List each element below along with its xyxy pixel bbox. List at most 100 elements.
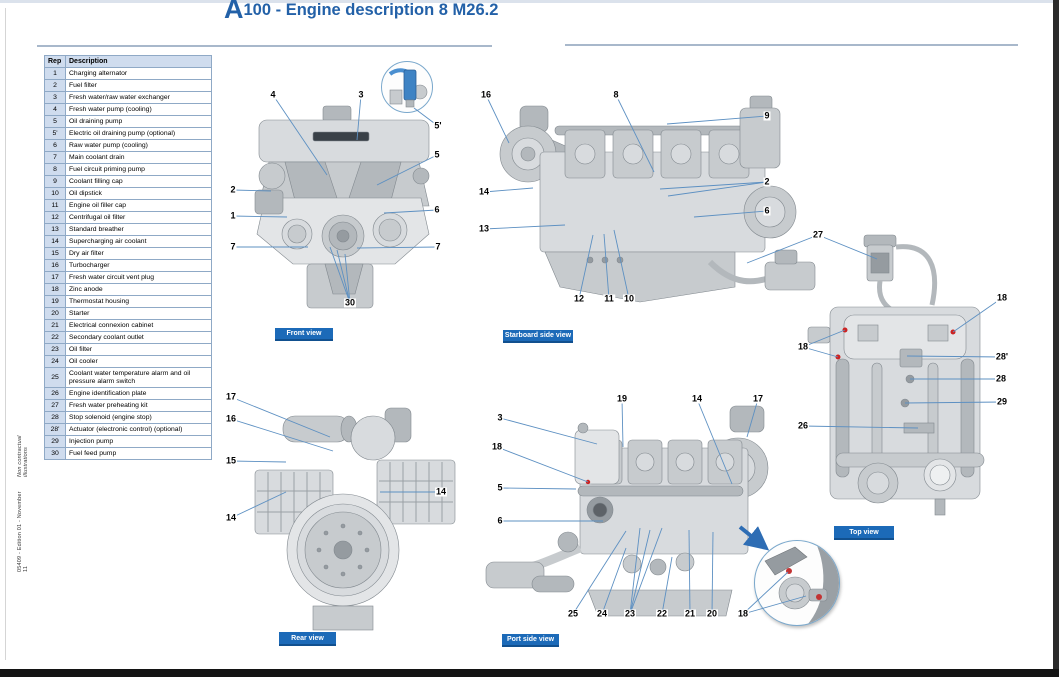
part-description: Fresh water pump (cooling) [65,103,212,117]
leader-line [230,460,287,463]
inset-pointer-arrow [738,525,770,551]
leader-line [356,94,362,141]
part-description: Thermostat housing [65,295,212,309]
rear-view-illustration [254,407,456,631]
callout-rear-15: 15 [224,455,238,466]
callout-top-28-prime: 28' [994,351,1010,362]
callout-front-3: 3 [357,89,365,100]
callout-front-7: 7 [434,241,442,252]
leader-line [746,398,759,438]
electric-pump-inset-art [388,68,428,108]
part-rep: 11 [44,199,66,213]
callout-port-18: 18 [490,441,504,452]
part-rep: 22 [44,331,66,345]
part-rep: 24 [44,355,66,369]
rear-view-button[interactable]: Rear view [279,632,336,646]
parts-table-header-row: Rep Description [44,54,212,69]
part-rep: 30 [44,447,66,461]
callout-top-29: 29 [995,396,1009,407]
bottom-edge-bar [0,669,1059,677]
leader-line [232,215,288,218]
leader-line [344,253,351,304]
callout-port-6: 6 [496,515,504,526]
callout-rear-14: 14 [434,486,448,497]
parts-table-row: 5'Electric oil draining pump (optional) [44,127,212,141]
parts-table-row: 28'Actuator (electronic control) (option… [44,423,212,437]
leader-line [629,527,663,615]
leader-line [906,355,1003,358]
callout-starboard-16: 16 [479,89,493,100]
part-rep: 8 [44,163,66,177]
title-section-letter: A [224,0,244,24]
front-view-button[interactable]: Front view [275,328,333,341]
callout-rear-16: 16 [224,413,238,424]
leader-line [603,233,610,300]
leader-line [817,234,878,260]
starboard-view-button[interactable]: Starboard side view [503,330,573,343]
leader-line [483,224,566,230]
side-note-illustrations: Non contractual illustrations [17,435,29,477]
leader-line [746,234,819,264]
callout-port-14: 14 [690,393,704,404]
part-description: Fresh water circuit vent plug [65,271,212,285]
part-rep: 4 [44,103,66,117]
top-strip [0,0,1059,3]
page-left-edge [5,8,6,660]
part-description: Charging alternator [65,67,212,81]
leader-line [601,547,627,615]
leader-line [802,346,839,358]
title-text: 100 - Engine description 8 M26.2 [243,1,499,19]
part-rep: 2 [44,79,66,93]
callout-front-2: 2 [229,184,237,195]
part-description: Centrifugal oil filter [65,211,212,225]
leader-line [666,115,768,125]
part-rep: 7 [44,151,66,165]
top-view-illustration [807,234,985,516]
top-view-button[interactable]: Top view [834,526,894,540]
part-description: Fresh water preheating kit [65,399,212,413]
part-rep: 28' [44,423,66,437]
leader-line [693,210,768,218]
part-description: Raw water pump (cooling) [65,139,212,153]
part-rep: 3 [44,91,66,105]
callout-front-4: 4 [269,89,277,100]
part-description: Turbocharger [65,259,212,273]
callout-top-27: 27 [811,229,825,240]
leader-line [483,187,534,193]
part-rep: 28 [44,411,66,425]
part-rep: 5 [44,115,66,129]
part-rep: 16 [44,259,66,273]
callout-port-22: 22 [655,608,669,619]
part-description: Starter [65,307,212,321]
port-view-illustration [485,405,769,617]
callout-front-5-prime: 5' [433,120,443,131]
leader-line [621,398,624,448]
callout-port-3: 3 [496,412,504,423]
page-title: A100 - Engine description 8 M26.2 [224,0,498,23]
callout-port-5: 5 [496,482,504,493]
callout-top-18: 18 [995,292,1009,303]
leader-line [232,189,272,192]
part-description: Engine identification plate [65,387,212,401]
part-rep: 25 [44,367,66,389]
part-rep: 5' [44,127,66,141]
part-rep: 17 [44,271,66,285]
callout-port-23: 23 [623,608,637,619]
leader-line [578,234,594,300]
port-view-button[interactable]: Port side view [502,634,559,647]
part-description: Standard breather [65,223,212,237]
callout-starboard-14: 14 [477,186,491,197]
callout-rear-14: 14 [224,512,238,523]
